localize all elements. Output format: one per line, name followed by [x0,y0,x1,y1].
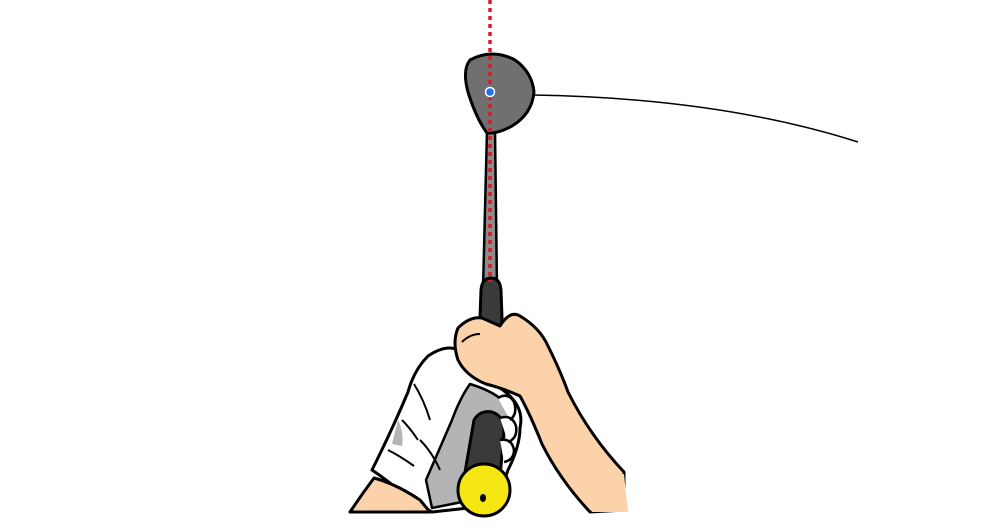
sweet-spot-icon [484,86,496,98]
left-forearm [348,476,432,514]
right-wrist [578,474,628,512]
hand-crease [461,333,481,343]
grip-cap-hole [480,494,486,502]
glove-thumb-shadow [392,420,403,446]
club-head [463,52,536,135]
glove-finger-lines [387,383,441,471]
finger-tips [497,394,518,464]
ball-trajectory-line [532,94,859,143]
grip-cap [456,462,512,518]
